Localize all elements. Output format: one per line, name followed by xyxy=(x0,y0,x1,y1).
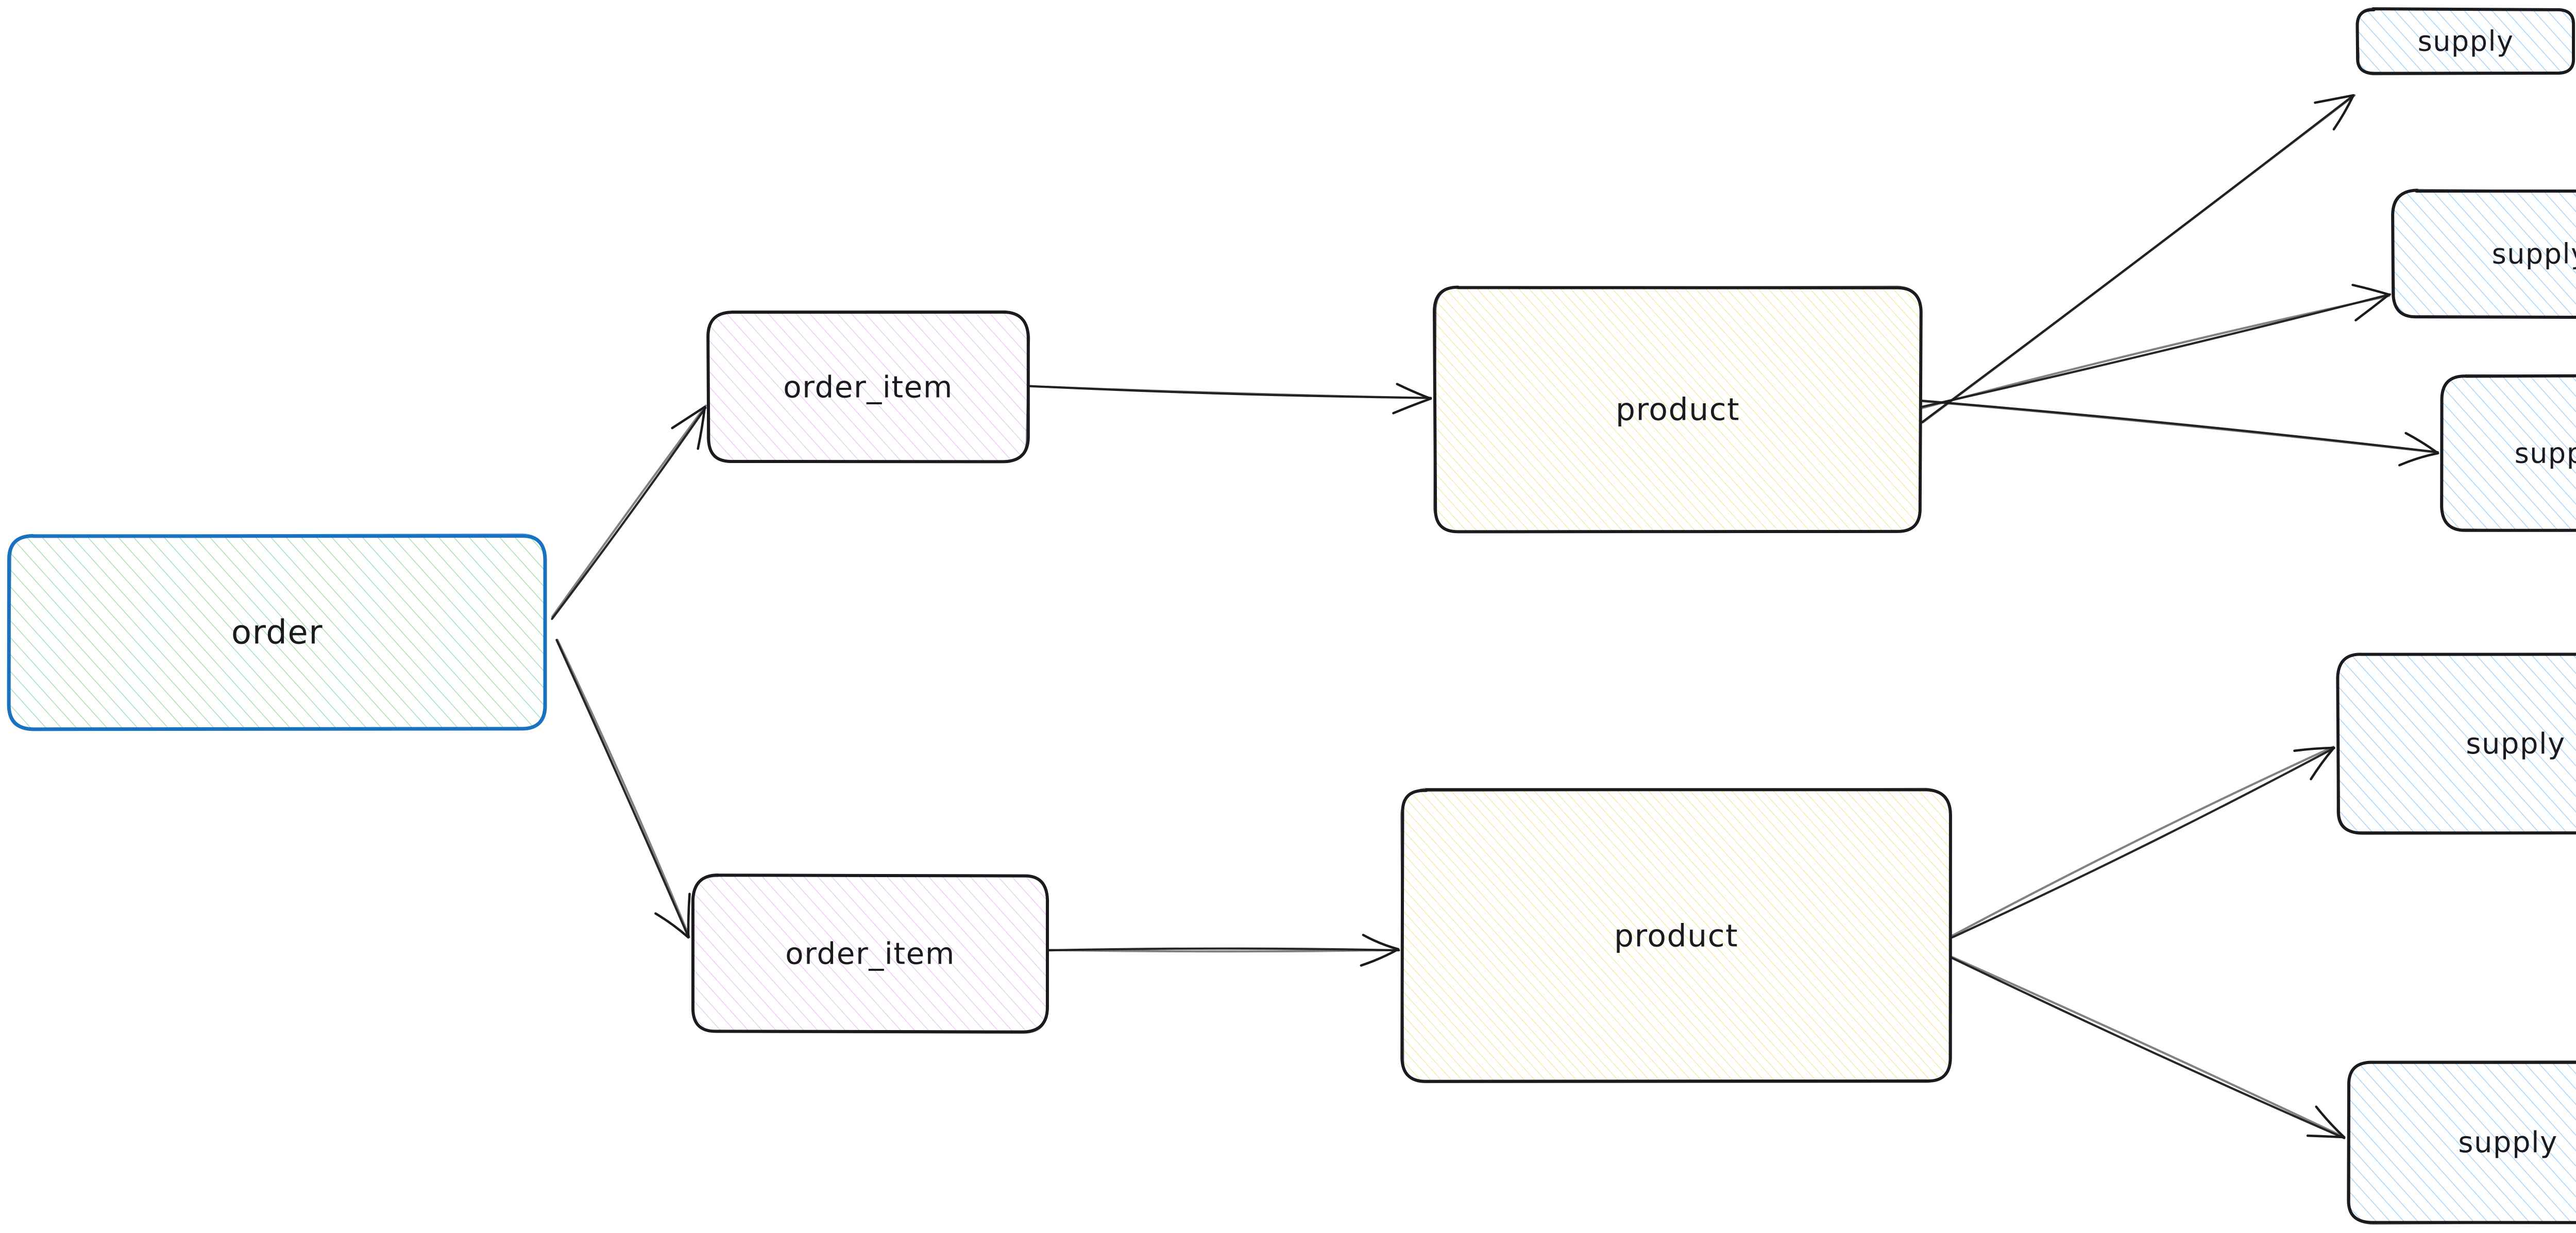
edge-line xyxy=(1047,949,1400,953)
node-label-supply_1: supply xyxy=(2418,25,2514,58)
edge-line xyxy=(551,406,707,620)
edge-line xyxy=(1950,955,2345,1138)
node-fill xyxy=(2357,9,2574,73)
node-supply_1[interactable]: supply xyxy=(2355,7,2575,76)
edge-line xyxy=(1950,745,2335,938)
arrowhead-stroke-2 xyxy=(1362,934,1400,951)
node-label-supply_2: supply xyxy=(2492,238,2576,270)
edge-line xyxy=(1048,947,1400,952)
node-fill xyxy=(2348,1062,2576,1223)
node-fill xyxy=(2442,375,2576,531)
node-label-product_2: product xyxy=(1614,918,1738,954)
edge-product_1-to-supply_3[interactable] xyxy=(1920,399,2439,467)
edge-line xyxy=(1921,295,2391,409)
arrowhead-stroke-2 xyxy=(2404,432,2439,455)
arrowhead-stroke-2 xyxy=(671,405,706,430)
arrowhead-stroke-2 xyxy=(2315,1105,2346,1139)
node-order_item_1[interactable]: order_item xyxy=(706,310,1030,464)
edge-line xyxy=(1951,747,2335,939)
node-product_1[interactable]: product xyxy=(1433,285,1923,534)
arrowhead-stroke-1 xyxy=(1360,948,1400,967)
node-outline xyxy=(2391,189,2576,319)
node-fill xyxy=(2393,190,2576,317)
arrowhead-stroke-1 xyxy=(2310,746,2335,781)
node-outline xyxy=(2440,374,2576,532)
node-outline xyxy=(1433,285,1922,533)
edge-line xyxy=(556,639,691,938)
edge-line xyxy=(1920,400,2439,454)
arrowhead-stroke-2 xyxy=(687,893,691,939)
node-outline xyxy=(2355,7,2574,76)
node-outline xyxy=(691,875,1049,1034)
edge-line xyxy=(1027,385,1431,400)
node-outline xyxy=(2391,189,2576,319)
edge-line xyxy=(555,639,690,938)
node-outline xyxy=(1400,787,1952,1084)
arrowhead-stroke-2 xyxy=(2351,284,2391,296)
node-label-supply_3: supply xyxy=(2515,437,2576,470)
edge-product_1-to-supply_2[interactable] xyxy=(1921,284,2392,409)
arrowhead-stroke-1 xyxy=(2398,452,2439,467)
node-label-order_item_1: order_item xyxy=(783,370,953,405)
edge-order_item_2-to-product_2[interactable] xyxy=(1047,934,1400,967)
node-outline xyxy=(2336,653,2576,834)
node-fill xyxy=(9,535,546,729)
node-product_2[interactable]: product xyxy=(1400,787,1952,1084)
node-supply_5[interactable]: supply xyxy=(2346,1060,2576,1225)
node-label-order: order xyxy=(231,614,323,652)
edge-order-to-order_item_1[interactable] xyxy=(551,404,707,620)
edge-line xyxy=(1951,956,2346,1139)
arrowhead-stroke-1 xyxy=(654,912,690,939)
arrowhead-stroke-1 xyxy=(1392,397,1432,415)
arrowhead-stroke-1 xyxy=(2332,94,2355,131)
node-outline xyxy=(706,310,1030,463)
node-order[interactable]: order xyxy=(7,533,547,731)
node-fill xyxy=(1402,790,1951,1082)
arrowhead-stroke-1 xyxy=(697,405,706,450)
node-label-product_1: product xyxy=(1616,392,1740,428)
arrowhead-stroke-2 xyxy=(2293,746,2335,752)
node-outline xyxy=(7,533,547,730)
node-fill xyxy=(2337,654,2576,834)
edge-product_1-to-supply_1[interactable] xyxy=(1920,94,2356,424)
edge-order-to-order_item_2[interactable] xyxy=(555,639,691,939)
node-label-supply_5: supply xyxy=(2458,1126,2557,1159)
edges-layer xyxy=(551,94,2439,1139)
edge-product_2-to-supply_4[interactable] xyxy=(1950,745,2335,939)
node-outline xyxy=(2346,1060,2576,1225)
edge-line xyxy=(551,404,707,618)
arrowhead-stroke-2 xyxy=(1396,383,1432,400)
arrowhead-stroke-2 xyxy=(2314,94,2355,104)
node-fill xyxy=(693,875,1047,1032)
node-supply_2[interactable]: supply xyxy=(2391,189,2576,319)
edge-line xyxy=(1922,94,2356,424)
node-supply_4[interactable]: supply xyxy=(2336,653,2576,835)
node-label-supply_4: supply xyxy=(2466,727,2565,761)
node-fill xyxy=(708,312,1028,462)
arrowhead-stroke-1 xyxy=(2354,293,2391,322)
arrowhead-stroke-1 xyxy=(2306,1134,2346,1139)
node-label-order_item_2: order_item xyxy=(785,936,955,971)
node-order_item_2[interactable]: order_item xyxy=(691,873,1049,1034)
edge-product_2-to-supply_5[interactable] xyxy=(1950,955,2346,1139)
node-fill xyxy=(1434,287,1921,532)
nodes-layer: orderorder_itemorder_itemproductproducts… xyxy=(7,7,2576,1225)
node-supply_3[interactable]: supply xyxy=(2440,374,2576,532)
edge-order_item_1-to-product_1[interactable] xyxy=(1027,383,1432,415)
